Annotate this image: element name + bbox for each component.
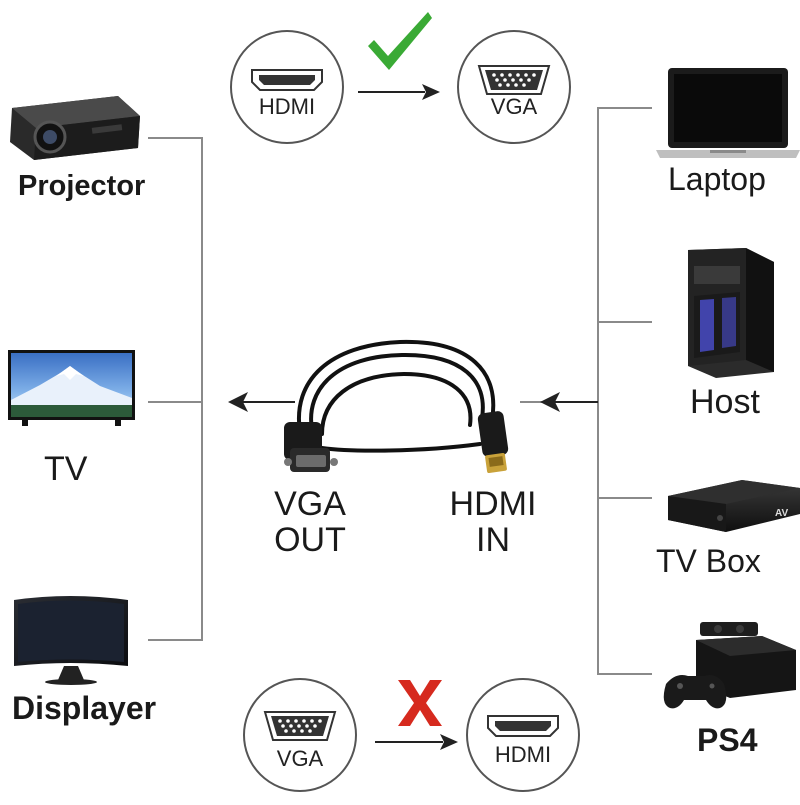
vga-port-icon [477, 65, 551, 95]
left-bracket-lines [148, 137, 203, 641]
console-icon [663, 622, 796, 709]
svg-text:AV: AV [775, 508, 788, 519]
vga-out-line2: OUT [274, 521, 346, 559]
hdmi-in-line2: IN [476, 521, 510, 559]
top-to-label: VGA [491, 94, 538, 119]
vga-out-label: VGA OUT [255, 487, 365, 557]
vga-connector-icon [284, 422, 338, 472]
input-label-tvbox: TV Box [656, 543, 761, 579]
bottom-hdmi-port-icon [487, 715, 559, 737]
output-label-tv: TV [44, 450, 88, 488]
vga-out-line1: VGA [274, 485, 346, 523]
output-label-displayer: Displayer [12, 690, 157, 726]
right-bracket-lines [520, 107, 652, 675]
top-badge: HDMI VGA [230, 12, 571, 144]
projector-icon [10, 96, 140, 160]
tv-icon [8, 350, 135, 426]
input-label-laptop: Laptop [668, 161, 766, 197]
check-mark-icon [368, 12, 432, 70]
input-label-ps4: PS4 [697, 722, 758, 758]
cross-mark-icon [398, 680, 442, 726]
bottom-from-label: VGA [277, 746, 324, 771]
bottom-badge: VGA HDMI [243, 678, 580, 792]
monitor-icon [14, 596, 128, 685]
bottom-to-label: HDMI [495, 742, 551, 767]
hdmi-in-label: HDMI IN [438, 487, 548, 557]
bottom-vga-port-icon [263, 711, 337, 741]
arrow-from-inputs [540, 392, 598, 412]
hdmi-to-vga-cable [296, 339, 496, 453]
hdmi-port-icon [251, 69, 323, 91]
bottom-arrow [375, 734, 458, 750]
hdmi-in-line1: HDMI [449, 485, 537, 523]
laptop-icon [656, 68, 800, 158]
output-label-projector: Projector [18, 170, 146, 202]
tv-box-icon: AV [668, 480, 800, 532]
pc-tower-icon [688, 248, 774, 378]
arrow-to-outputs [228, 392, 295, 412]
input-label-host: Host [690, 383, 760, 421]
hdmi-connector-icon [477, 411, 509, 474]
top-arrow [358, 84, 440, 100]
top-from-label: HDMI [259, 94, 315, 119]
